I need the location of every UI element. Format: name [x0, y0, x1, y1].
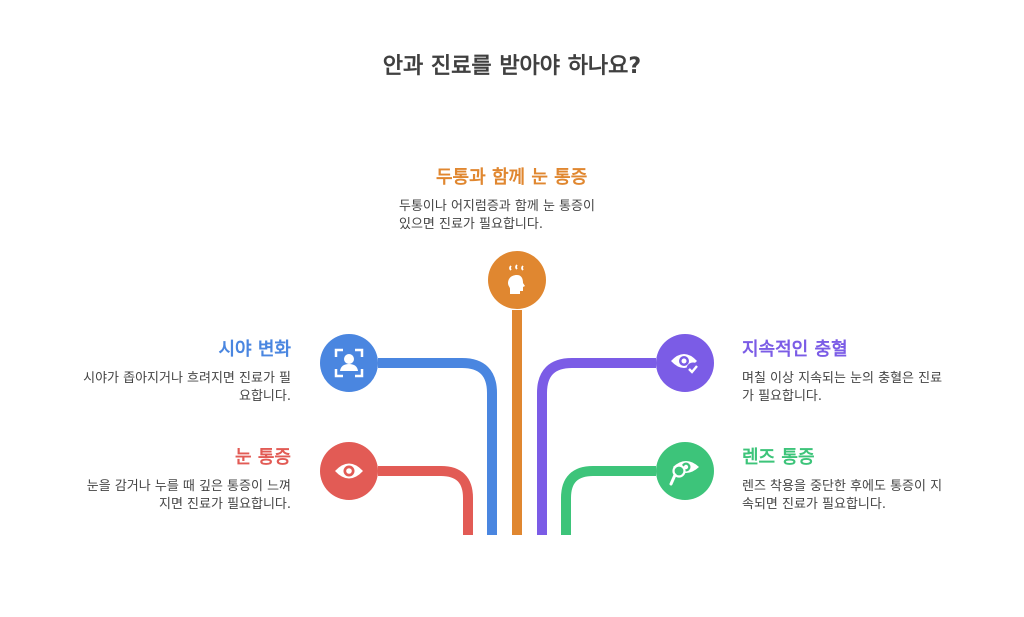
- connector-line-blue: [378, 358, 497, 535]
- eye-magnifier-icon: [669, 461, 699, 486]
- item-heading-eye-pain: 눈 통증: [235, 447, 291, 468]
- desc-line: 속되면 진료가 필요합니다.: [742, 497, 886, 512]
- item-desc-eye-pain: 눈을 감거나 누를 때 깊은 통증이 느껴 지면 진료가 필요합니다.: [87, 478, 291, 514]
- item-desc-lens-pain: 렌즈 착용을 중단한 후에도 통증이 지 속되면 진료가 필요합니다.: [742, 478, 942, 514]
- desc-line: 눈을 감거나 누를 때 깊은 통증이 느껴: [86, 479, 291, 494]
- eye-check-badge: [656, 334, 714, 392]
- desc-line: 가 필요합니다.: [742, 389, 823, 404]
- desc-line: 렌즈 착용을 중단한 후에도 통증이 지: [742, 479, 943, 494]
- item-desc-persistent-redness: 며칠 이상 지속되는 눈의 충혈은 진료 가 필요합니다.: [742, 370, 942, 406]
- eye-check-icon: [671, 354, 700, 376]
- head-pain-icon: [508, 264, 525, 294]
- item-heading-lens-pain: 렌즈 통증: [742, 447, 815, 468]
- diagram-title: 안과 진료를 받아야 하나요?: [382, 54, 642, 79]
- item-heading-headache-eye-pain: 두통과 함께 눈 통증: [436, 167, 588, 188]
- desc-line: 있으면 진료가 필요합니다.: [399, 217, 543, 232]
- item-desc-headache-eye-pain: 두통이나 어지럼증과 함께 눈 통증이 있으면 진료가 필요합니다.: [399, 198, 595, 234]
- connector-line-purple: [537, 358, 656, 535]
- desc-line: 요합니다.: [239, 389, 291, 404]
- desc-line: 시야가 좁아지거나 흐려지면 진료가 필: [83, 371, 291, 386]
- head-pain-badge: [488, 251, 546, 309]
- user-focus-badge: [320, 334, 378, 392]
- connector-line-green: [561, 466, 656, 535]
- desc-line: 두통이나 어지럼증과 함께 눈 통증이: [399, 199, 595, 214]
- item-heading-persistent-redness: 지속적인 충혈: [742, 339, 848, 360]
- eye-icon: [335, 463, 363, 479]
- user-focus-icon: [334, 348, 364, 378]
- desc-line: 며칠 이상 지속되는 눈의 충혈은 진료: [742, 371, 943, 386]
- desc-line: 지면 진료가 필요합니다.: [159, 497, 291, 512]
- connector-line-red: [378, 466, 473, 535]
- eye-badge: [320, 442, 378, 500]
- eye-magnifier-badge: [656, 442, 714, 500]
- item-heading-vision-change: 시야 변화: [218, 339, 291, 360]
- item-desc-vision-change: 시야가 좁아지거나 흐려지면 진료가 필 요합니다.: [83, 370, 291, 406]
